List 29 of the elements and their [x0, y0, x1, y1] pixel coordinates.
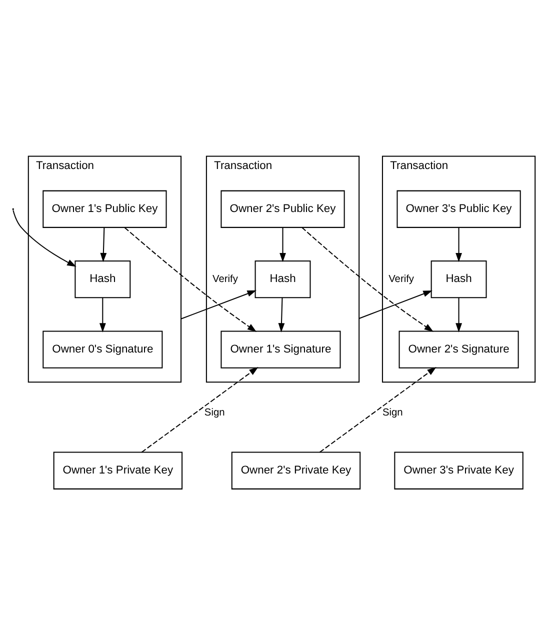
arrow	[358, 290, 432, 319]
arrow	[302, 227, 434, 332]
arrow	[278, 298, 285, 332]
arrow	[280, 228, 286, 262]
arrow	[141, 366, 258, 453]
arrow	[124, 227, 257, 332]
arrow	[12, 210, 76, 267]
node-box: Owner 2's Signature	[398, 330, 519, 368]
node-box: Owner 1's Private Key	[53, 452, 183, 490]
node-box: Owner 2's Private Key	[231, 452, 361, 490]
node-box: Owner 1's Public Key	[42, 190, 167, 228]
node-box: Hash	[74, 260, 131, 298]
edge-label: Sign	[204, 408, 225, 419]
arrow	[456, 228, 462, 262]
node-box: Hash	[430, 260, 487, 298]
arrow	[99, 298, 106, 332]
arrow	[180, 290, 256, 320]
node-box: Hash	[254, 260, 311, 298]
arrow	[319, 366, 436, 453]
arrow	[100, 228, 107, 262]
node-box: Owner 1's Signature	[220, 330, 341, 368]
edge-label: Verify	[388, 274, 414, 285]
node-box: Owner 3's Public Key	[396, 190, 521, 228]
edge-label: Sign	[382, 408, 403, 419]
node-box: Owner 2's Public Key	[220, 190, 345, 228]
node-box: Owner 0's Signature	[42, 330, 163, 368]
arrow	[456, 298, 462, 332]
edge-label: Verify	[212, 274, 238, 285]
node-box: Owner 3's Private Key	[394, 452, 524, 490]
